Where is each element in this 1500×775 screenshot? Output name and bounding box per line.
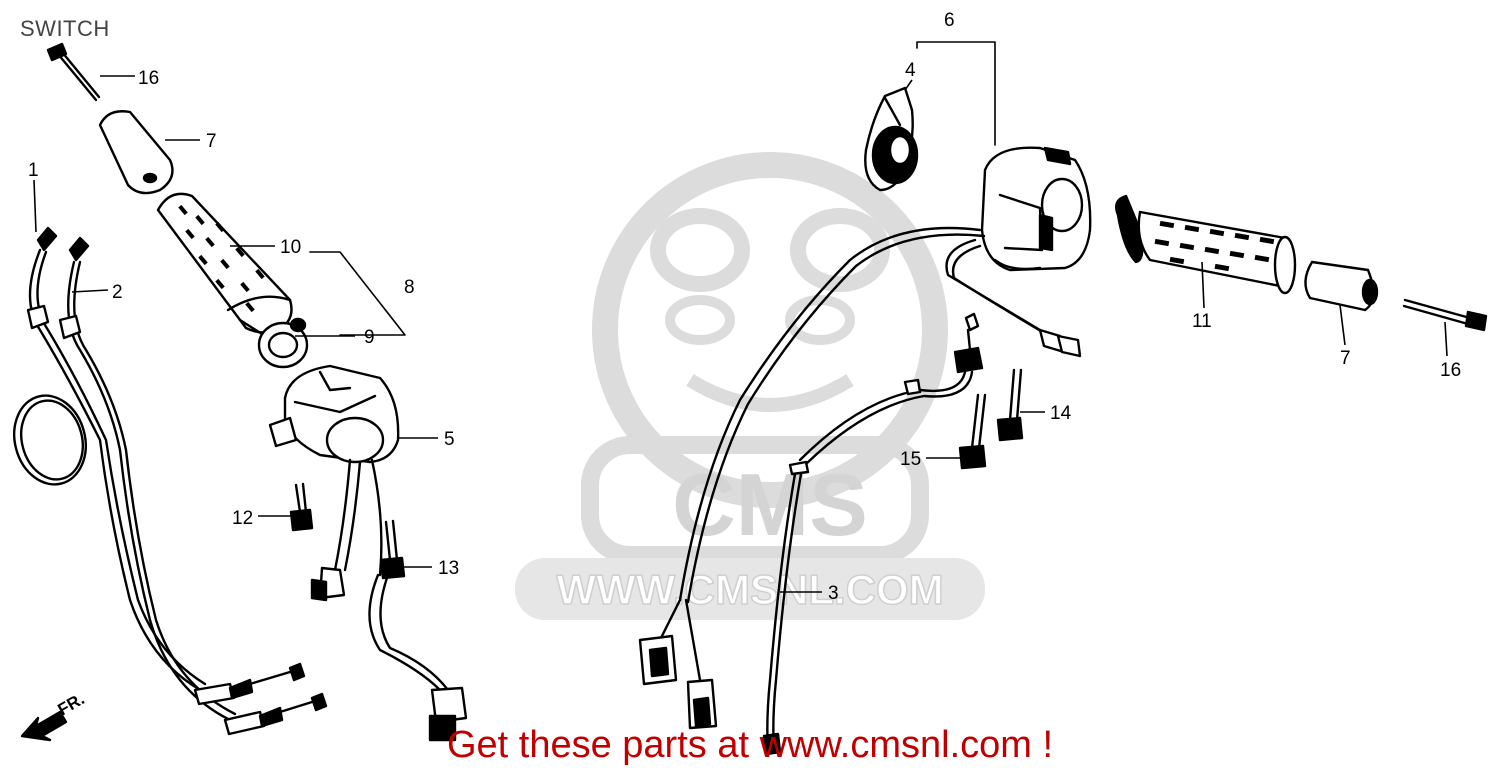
screw-13 (379, 519, 406, 580)
switch-5-wiring (310, 458, 468, 742)
callout-5: 5 (444, 429, 455, 450)
watermark-logo-text: CMS (672, 455, 868, 554)
callout-8: 8 (404, 277, 415, 298)
callout-7-left: 7 (206, 131, 217, 152)
callout-1: 1 (28, 160, 39, 181)
throttle-sleeve-9 (238, 317, 309, 369)
callout-3: 3 (828, 583, 839, 604)
watermark-logo-band (581, 436, 929, 564)
bracket-6 (916, 41, 996, 146)
switch-6-wiring (638, 226, 1082, 730)
callout-4: 4 (905, 60, 916, 81)
callout-11: 11 (1192, 311, 1212, 332)
callout-9: 9 (364, 327, 375, 348)
grip-10-left (156, 192, 293, 334)
switch-housing-5 (268, 364, 400, 464)
callout-16-left: 16 (138, 68, 159, 89)
callout-15: 15 (900, 449, 921, 470)
switch-housing-6 (980, 146, 1092, 272)
screw-16-right (1402, 298, 1488, 332)
bracket-8 (309, 251, 406, 336)
throttle-cables-1-2 (13, 226, 328, 736)
screw-14 (996, 368, 1024, 442)
callout-14: 14 (1050, 403, 1072, 424)
page-title: SWITCH (20, 16, 110, 41)
screw-12 (289, 482, 314, 532)
callout-6: 6 (944, 10, 955, 31)
callout-12: 12 (232, 508, 253, 529)
callout-13: 13 (438, 558, 459, 579)
end-weight-7-right (1304, 260, 1379, 312)
end-weight-7-left (98, 110, 174, 195)
watermark-url-text: WWW.CMSNL.COM (556, 566, 943, 613)
cable-3 (762, 312, 984, 756)
watermark-mascot-head (592, 152, 948, 508)
leader-lines (33, 75, 1448, 593)
screw-16-left (46, 42, 101, 102)
grip-11-right (1115, 194, 1297, 295)
cta-banner[interactable]: Get these parts at www.cmsnl.com ! (446, 724, 1054, 766)
callout-labels: 16 7 1 2 10 8 9 5 12 13 6 4 11 7 16 14 1… (28, 10, 1461, 604)
callout-2: 2 (112, 282, 123, 303)
cms-watermark: CMS WWW.CMSNL.COM (515, 152, 985, 620)
callout-16-right: 16 (1440, 360, 1461, 381)
callout-10: 10 (280, 237, 301, 258)
choke-lever-4 (864, 86, 919, 192)
callout-7-right: 7 (1340, 348, 1351, 369)
front-direction-arrow (20, 710, 68, 742)
screw-15 (958, 393, 987, 470)
watermark-url-band (515, 558, 985, 620)
